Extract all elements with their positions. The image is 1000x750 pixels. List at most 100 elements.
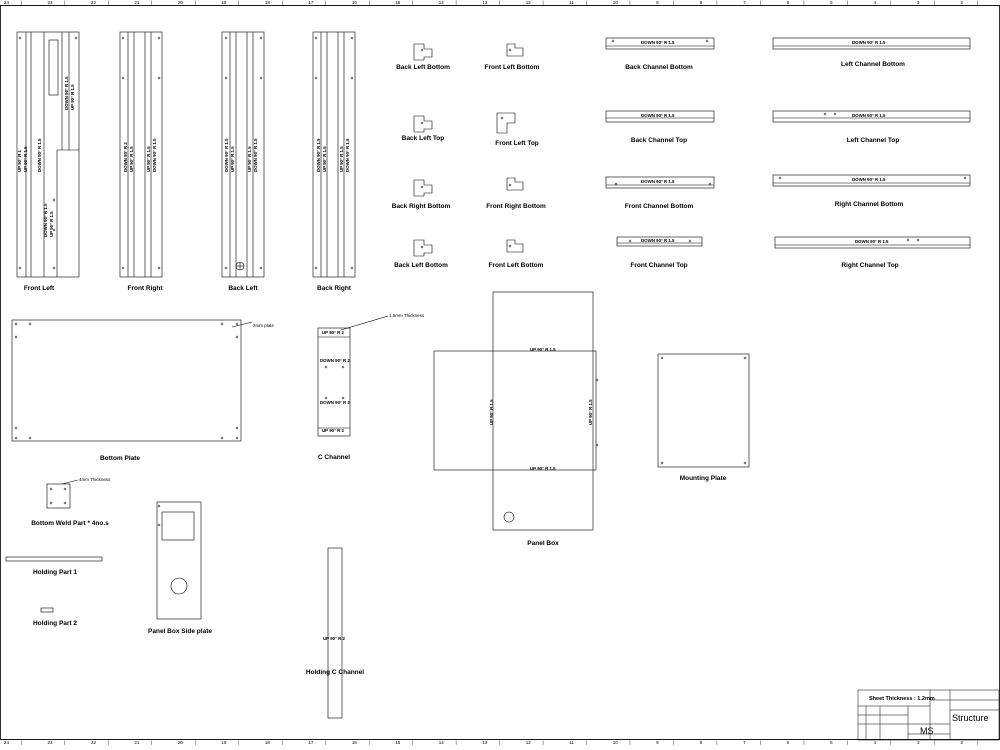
ruler-tick: | (64, 740, 66, 745)
ruler-tick: | (499, 0, 501, 5)
ruler-tick: | (238, 0, 240, 5)
bend-right-channel-top: DOWN 90° R 1.5 (855, 239, 889, 244)
ruler-number: 3 (917, 0, 920, 5)
ruler-number: 5 (830, 0, 833, 5)
bend-back-right-4: DOWN 90° R 1.5 (345, 138, 350, 172)
ruler-number: 21 (134, 740, 140, 745)
ruler-tick: | (629, 0, 631, 5)
bend-back-left-3: UP 90° R 1.5 (247, 146, 252, 172)
ruler-number: 11 (569, 0, 574, 5)
back-left-part (221, 31, 265, 278)
label-left-channel-bottom: Left Channel Bottom (841, 61, 905, 68)
ruler-tick: | (585, 0, 588, 5)
holding-part-1-outline (5, 556, 103, 562)
ruler-number: 2 (960, 740, 964, 745)
ruler-number: 10 (612, 0, 618, 5)
ruler-tick: | (281, 0, 283, 5)
bend-front-left-3: DOWN 90° R 1.5 (37, 138, 42, 172)
back-right-part (312, 31, 356, 278)
mounting-plate-outline (657, 353, 750, 468)
bend-front-right-3: UP 90° R 1.5 (146, 146, 151, 172)
ruler-tick: | (151, 740, 153, 745)
label-back-channel-top: Back Channel Top (630, 137, 688, 144)
ruler-tick: | (933, 0, 935, 5)
bend-c-channel-1: UP 90° R 2 (322, 330, 344, 335)
ruler-tick: | (107, 0, 109, 5)
bend-back-left-2: UP 90° R 1.5 (230, 146, 235, 172)
bend-front-channel-bottom: DOWN 90° R 1.5 (641, 179, 675, 184)
ruler-number: 18 (264, 740, 270, 745)
ruler-tick: | (846, 740, 848, 745)
label-front-right: Front Right (127, 285, 163, 292)
label-front-left-bottom-2: Front Left Bottom (488, 262, 544, 269)
title-block-material: MS (920, 726, 934, 736)
note-2mm-plate: 2mm plate (253, 323, 275, 328)
ruler-number: 6 (786, 0, 790, 5)
ruler-number: 17 (308, 740, 314, 745)
note-1-5mm-thickness: 1.5mm Thickness (389, 313, 425, 318)
panel-box-side-plate-outline (156, 501, 202, 620)
label-back-left-bottom: Back Left Bottom (396, 64, 450, 71)
ruler-tick: | (194, 740, 196, 745)
ruler-tick: | (325, 740, 327, 745)
ruler-number: 3 (917, 740, 920, 745)
ruler-number: 13 (482, 0, 488, 5)
bottom-plate-outline (11, 319, 242, 442)
ruler-number: 20 (177, 0, 183, 5)
label-left-channel-top: Left Channel Top (846, 137, 900, 144)
ruler-number: 7 (743, 740, 746, 745)
bend-left-channel-bottom: DOWN 90° R 1.5 (852, 40, 886, 45)
bend-c-channel-2: DOWN 90° R 2 (320, 358, 350, 363)
ruler-tick: | (716, 740, 718, 745)
ruler-number: 21 (134, 0, 140, 5)
label-front-channel-top: Front Channel Top (630, 262, 688, 269)
label-front-left-bottom: Front Left Bottom (484, 64, 540, 71)
ruler-tick: | (803, 740, 805, 745)
ruler-number: 19 (221, 740, 227, 745)
ruler-tick: | (325, 0, 327, 5)
bend-holding-c-channel: UP 90° R 2 (323, 636, 345, 641)
ruler-tick: | (238, 740, 240, 745)
ruler-number: 9 (656, 0, 659, 5)
ruler-number: 19 (221, 0, 227, 5)
label-front-channel-bottom: Front Channel Bottom (624, 203, 694, 210)
ruler-tick: | (20, 0, 22, 5)
label-back-left-top: Back Left Top (401, 135, 445, 142)
ruler-tick: | (368, 740, 370, 745)
ruler-number: 4 (873, 740, 877, 745)
bend-front-left-7: UP 90° R 1.5 (70, 84, 75, 110)
ruler-number: 10 (612, 740, 618, 745)
label-right-channel-top: Right Channel Top (841, 262, 899, 269)
ruler-tick: | (368, 0, 370, 5)
ruler-tick: | (542, 740, 544, 745)
label-right-channel-bottom: Right Channel Bottom (834, 201, 904, 208)
bend-front-left-5: UP 90° R 1.5 (49, 211, 54, 237)
holding-c-channel-outline (327, 547, 343, 719)
ruler-tick: | (455, 740, 457, 745)
ruler-number: 8 (699, 740, 703, 745)
ruler-tick: | (281, 740, 283, 745)
ruler-tick: | (542, 0, 544, 5)
ruler-number: 23 (47, 0, 53, 5)
ruler-tick: | (672, 740, 675, 745)
ruler-number: 22 (90, 0, 96, 5)
ruler-tick: | (672, 0, 675, 5)
label-bottom-weld-part: Bottom Weld Part * 4no.s (31, 520, 109, 527)
bend-front-channel-top: DOWN 90° R 1.5 (641, 238, 675, 243)
ruler-tick: | (759, 740, 762, 745)
ruler-tick: | (977, 0, 979, 5)
ruler-number: 24 (4, 0, 10, 5)
bend-front-right-2: UP 90° R 1.5 (129, 146, 134, 172)
ruler-tick: | (585, 740, 588, 745)
label-front-right-bottom: Front Right Bottom (486, 203, 546, 210)
ruler-tick: | (629, 740, 631, 745)
bend-back-left-4: DOWN 90° R 1.5 (253, 138, 258, 172)
ruler-tick: | (151, 0, 153, 5)
front-right-part (119, 31, 163, 278)
ruler-number: 2 (960, 0, 964, 5)
label-panel-box-side-plate: Panel Box Side plate (148, 628, 212, 635)
front-left-part (16, 31, 80, 278)
bend-back-right-1: DOWN 90° R 1.5 (316, 138, 321, 172)
ruler-number: 12 (525, 740, 531, 745)
